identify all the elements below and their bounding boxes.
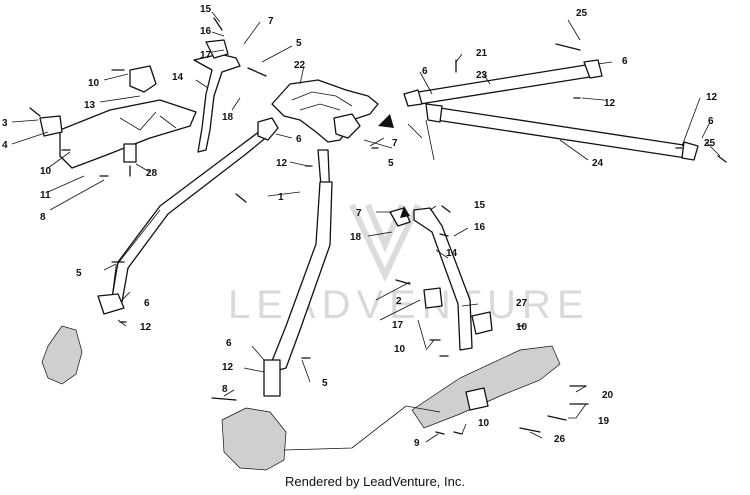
callout-5b: 5 — [388, 158, 394, 169]
callout-27: 27 — [516, 298, 528, 309]
callout-6b: 6 — [422, 66, 428, 77]
callout-15: 15 — [200, 4, 212, 15]
callout-10d: 10 — [394, 344, 406, 355]
part-22-steering-head — [271, 79, 379, 143]
callout-12c: 12 — [706, 92, 718, 103]
callout-8b: 8 — [222, 384, 228, 395]
callout-24: 24 — [592, 158, 604, 169]
callout-12b: 12 — [604, 98, 616, 109]
callout-17b: 17 — [392, 320, 404, 331]
part-24-lower-bar — [425, 103, 699, 161]
callout-17: 17 — [200, 50, 212, 61]
leadventure-watermark: LEADVENTURE — [228, 203, 590, 327]
callout-12: 12 — [276, 158, 288, 169]
callout-7c: 7 — [356, 208, 362, 219]
leader-lines — [11, 11, 721, 443]
part-13-frame-bracket — [39, 65, 197, 169]
pointer-arrow-lower — [400, 206, 410, 218]
callout-14: 14 — [172, 72, 184, 83]
watermark-text: LEADVENTURE — [228, 283, 590, 327]
left-mount — [41, 293, 125, 385]
callout-13: 13 — [84, 100, 96, 111]
callout-25b: 25 — [704, 138, 716, 149]
center-mount — [221, 407, 287, 471]
callout-18b: 18 — [350, 232, 362, 243]
callout-6: 6 — [296, 134, 302, 145]
callout-16: 16 — [200, 26, 212, 37]
callout-10c: 10 — [516, 322, 528, 333]
right-frame — [411, 345, 561, 429]
callout-18: 18 — [222, 112, 234, 123]
callout-12d: 12 — [140, 322, 152, 333]
callout-6f: 6 — [226, 338, 232, 349]
callout-21: 21 — [476, 48, 488, 59]
callout-3: 3 — [2, 118, 8, 129]
pointer-arrow-upper — [378, 114, 394, 128]
callout-10: 10 — [88, 78, 100, 89]
callout-6e: 6 — [144, 298, 150, 309]
callout-26: 26 — [554, 434, 566, 445]
fasteners — [29, 17, 727, 435]
callout-4: 4 — [2, 140, 8, 151]
callout-16b: 16 — [474, 222, 486, 233]
callout-25: 25 — [576, 8, 588, 19]
callout-14b: 14 — [446, 248, 458, 259]
callout-7b: 7 — [392, 138, 398, 149]
callout-8: 8 — [40, 212, 46, 223]
callout-5c: 5 — [76, 268, 82, 279]
callout-6c: 6 — [622, 56, 628, 67]
callout-6d: 6 — [708, 116, 714, 127]
callout-5: 5 — [296, 38, 302, 49]
callout-20: 20 — [602, 390, 614, 401]
callout-11: 11 — [40, 190, 51, 201]
callout-15b: 15 — [474, 200, 486, 211]
callout-7: 7 — [268, 16, 274, 27]
part-14-upper-bracket — [193, 39, 241, 153]
callout-1: 1 — [278, 192, 284, 203]
callout-28: 28 — [146, 168, 158, 179]
callout-12e: 12 — [222, 362, 234, 373]
callout-23: 23 — [476, 70, 488, 81]
callout-2: 2 — [396, 296, 402, 307]
callout-22: 22 — [294, 60, 306, 71]
callout-9: 9 — [414, 438, 420, 449]
callout-19: 19 — [598, 416, 610, 427]
callout-10b: 10 — [40, 166, 52, 177]
footer-credit: Rendered by LeadVenture, Inc. — [285, 474, 465, 489]
part-1-main-tube — [99, 117, 279, 303]
callout-5d: 5 — [322, 378, 328, 389]
callout-labels: 15 16 17 7 5 10 13 14 22 18 3 4 10 11 28… — [2, 4, 718, 449]
frame-connection-line — [283, 405, 441, 451]
part-23-upper-bar — [403, 59, 603, 107]
callout-10e: 10 — [478, 418, 490, 429]
center-tube — [263, 149, 333, 397]
